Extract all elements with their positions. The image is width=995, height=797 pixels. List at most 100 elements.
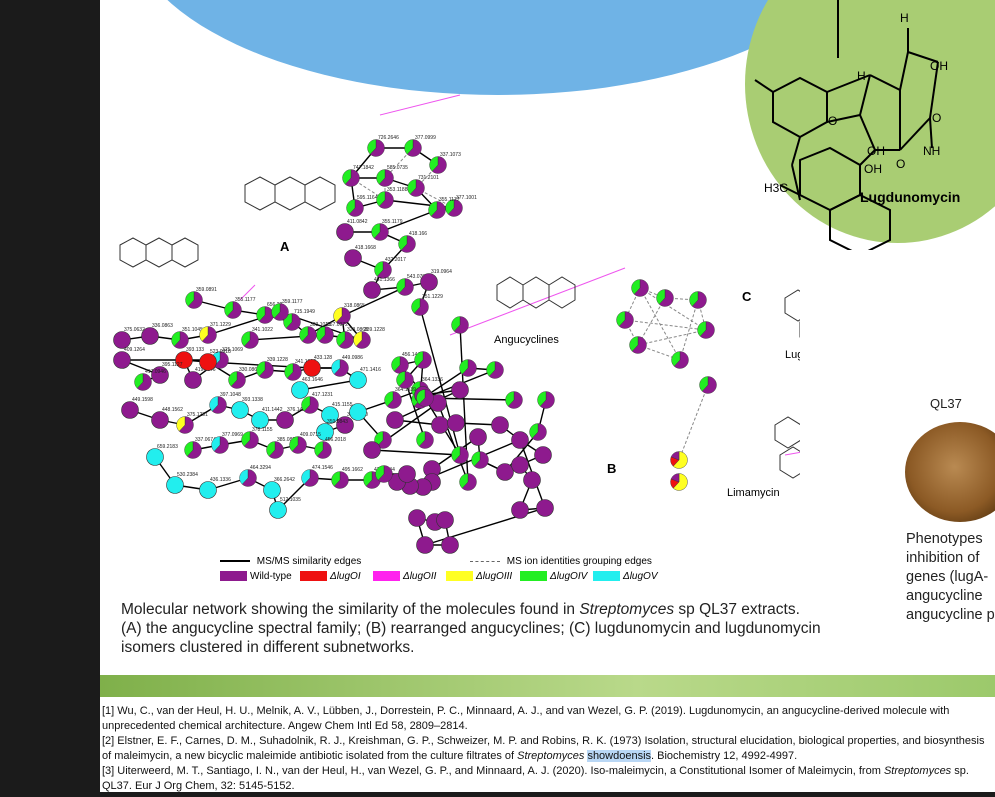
phenotype-line: inhibition of (906, 550, 980, 566)
node-pie (349, 371, 367, 389)
legend-swatch (373, 571, 400, 582)
node-slice (691, 291, 707, 309)
node-slice (241, 431, 251, 447)
node-slice (398, 235, 408, 251)
legend-swatch (520, 571, 547, 582)
network-node: 495.1662 (331, 467, 363, 489)
network-node: 418.1668 (344, 245, 376, 267)
network-node: 359.0843 (316, 419, 348, 441)
network-node (496, 463, 514, 481)
node-slice (396, 278, 406, 294)
network-node: 411.1442 (251, 407, 283, 429)
node-slice (631, 336, 647, 354)
network-node: 353.1188 (376, 187, 408, 209)
network-node: 397.1048 (209, 392, 241, 414)
similarity-edge (299, 379, 359, 391)
node-mass-label: 456.2018 (325, 437, 346, 443)
node-slice (335, 307, 351, 325)
node-pie (336, 416, 354, 434)
network-node (447, 414, 465, 432)
node-slice (618, 311, 634, 329)
node-mass-label: 417.1231 (312, 392, 333, 398)
network-node: 339.1228 (256, 357, 288, 379)
network-node: 355.1179 (371, 219, 403, 241)
reference-3-genus: Streptomyces (883, 765, 952, 777)
node-slice (529, 423, 539, 439)
node-mass-label: 433.128 (314, 355, 332, 361)
node-mass-label: 355.1177 (439, 197, 460, 203)
network-node (699, 376, 717, 394)
legend-item-label: ΔlugOIII (476, 571, 513, 582)
node-slice (445, 199, 455, 215)
network-node (386, 411, 404, 429)
network-node: 463.1646 (291, 377, 323, 399)
node-pie (496, 463, 514, 481)
node-slice (431, 156, 447, 174)
network-node (459, 359, 477, 377)
node-mass-label: 471.1416 (360, 367, 381, 373)
node-slice (363, 471, 373, 487)
node-slice (633, 279, 649, 297)
structure-lugdunomycin-small (784, 289, 800, 338)
caption-line1-a: Molecular network showing the similarity… (121, 601, 580, 618)
node-mass-label: 543.0706 (407, 274, 428, 280)
network-node (511, 456, 529, 474)
node-mass-label: 377.0969 (222, 432, 243, 438)
network-node (363, 441, 381, 459)
node-slice (230, 371, 246, 389)
node-pie (363, 441, 381, 459)
node-mass-label: 418.1668 (355, 245, 376, 251)
network-node: 433.128 (303, 355, 332, 377)
node-slice (416, 351, 432, 369)
network-node (616, 311, 634, 329)
network-node (375, 465, 393, 483)
node-slice (411, 298, 421, 314)
node-mass-label: 318.0865 (344, 303, 365, 309)
node-slice (268, 441, 284, 459)
node-mass-label: 323.0868 (347, 327, 368, 333)
node-slice (473, 451, 489, 469)
node-slice (213, 351, 229, 369)
node-slice (391, 356, 401, 372)
network-node: 471.1416 (349, 367, 381, 389)
node-mass-label: 395.1127 (162, 362, 183, 368)
node-slice (266, 441, 276, 457)
green-divider (100, 675, 995, 697)
node-mass-label: 595.1164 (357, 195, 378, 201)
node-slice (656, 289, 666, 305)
node-slice (376, 191, 386, 207)
node-mass-label: 330.0865 (239, 367, 260, 373)
network-node (469, 428, 487, 446)
network-node (396, 371, 414, 389)
ion-identity-edge (679, 299, 699, 361)
legend-item-label: ΔlugOIV (550, 571, 588, 582)
node-mass-label: 436.1336 (210, 477, 231, 483)
node-mass-label: 449.0986 (342, 355, 363, 361)
network-node (451, 381, 469, 399)
node-mass-label: 512.1035 (280, 497, 301, 503)
atom-o-bottom: O (896, 157, 905, 171)
node-pie (536, 499, 554, 517)
node-slice (670, 451, 680, 461)
network-node: 359.1177 (271, 299, 303, 321)
legend-item-lugoiv: ΔlugOIV (520, 571, 587, 582)
node-slice (376, 261, 392, 279)
network-node: 364.1339 (384, 387, 416, 409)
node-slice (209, 396, 219, 412)
atom-nh: NH (923, 144, 940, 158)
atom-o-bridge: O (828, 114, 837, 128)
node-slice (314, 441, 324, 457)
legend-solid-edge: MS/MS similarity edges (220, 556, 361, 567)
node-slice (451, 446, 461, 462)
network-node: 330.0865 (228, 367, 260, 389)
node-slice (418, 389, 434, 407)
node-mass-label: 371.1229 (210, 322, 231, 328)
network-node: 393.133 (175, 347, 204, 369)
node-slice (187, 291, 203, 309)
node-mass-label: 337.0674 (195, 437, 216, 443)
node-slice (658, 289, 674, 307)
network-node: 355.1177 (428, 197, 460, 219)
network-node: 366.2642 (263, 477, 295, 499)
ion-identity-edge (624, 319, 707, 331)
node-slice (398, 371, 414, 389)
